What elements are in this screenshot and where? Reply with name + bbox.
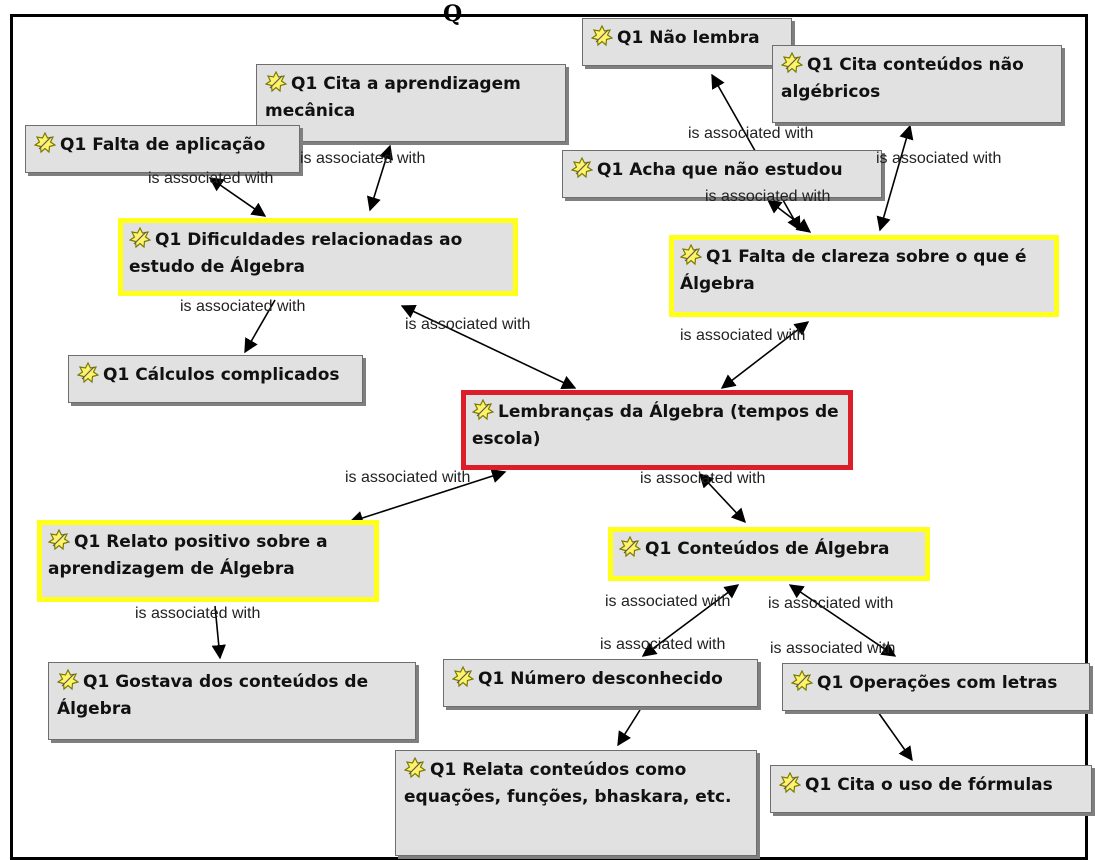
edge-label: is associated with (180, 298, 306, 315)
code-icon (471, 398, 495, 421)
edge-arrow (877, 711, 913, 762)
edge-label: is associated with (640, 470, 766, 487)
edge-label: is associated with (768, 595, 894, 612)
edge-arrow (876, 124, 914, 232)
edge-arrow (208, 177, 267, 217)
node-label: Q1 Gostava dos conteúdos de Álgebra (57, 672, 369, 719)
node-label: Q1 Cálculos complicados (103, 365, 340, 385)
code-node-n12[interactable]: Q1 Gostava dos conteúdos de Álgebra (48, 662, 416, 740)
edge-label: is associated with (688, 125, 814, 142)
edge-arrow (348, 469, 507, 525)
code-icon (590, 24, 614, 47)
code-node-n6[interactable]: Q1 Dificuldades relacionadas ao estudo d… (118, 218, 518, 296)
code-node-n8[interactable]: Q1 Cálculos complicados (68, 355, 363, 403)
node-label: Q1 Falta de aplicação (60, 135, 266, 155)
code-node-n3[interactable]: Q1 Cita a aprendizagem mecânica (256, 64, 566, 142)
code-node-n9[interactable]: Lembranças da Álgebra (tempos de escola) (461, 390, 853, 470)
edge-arrow (400, 305, 577, 389)
node-label: Q1 Falta de clareza sobre o que é Álgebr… (680, 247, 1027, 294)
code-icon (264, 70, 288, 93)
code-icon (76, 361, 100, 384)
node-label: Q1 Relata conteúdos como equações, funçõ… (404, 760, 732, 807)
code-icon (451, 665, 475, 688)
code-icon (403, 756, 427, 779)
node-label: Q1 Cita o uso de fórmulas (805, 775, 1053, 795)
code-icon (128, 226, 152, 249)
node-label: Q1 Operações com letras (817, 673, 1058, 693)
edge-label: is associated with (680, 327, 806, 344)
code-icon (679, 243, 703, 266)
code-icon (56, 668, 80, 691)
edge-arrow (366, 144, 394, 212)
edge-label: is associated with (770, 640, 896, 657)
code-node-n11[interactable]: Q1 Conteúdos de Álgebra (608, 527, 930, 581)
node-label: Q1 Cita a aprendizagem mecânica (265, 74, 521, 121)
code-icon (618, 535, 642, 558)
code-icon (47, 528, 71, 551)
node-label: Q1 Relato positivo sobre a aprendizagem … (48, 532, 328, 579)
code-node-n10[interactable]: Q1 Relato positivo sobre a aprendizagem … (37, 520, 379, 602)
node-label: Q1 Conteúdos de Álgebra (645, 539, 890, 559)
code-node-n4[interactable]: Q1 Falta de aplicação (25, 125, 300, 173)
code-node-n2[interactable]: Q1 Cita conteúdos não algébricos (772, 45, 1062, 123)
code-icon (778, 771, 802, 794)
edge-arrow (641, 584, 740, 657)
edge-label: is associated with (600, 636, 726, 653)
code-icon (790, 669, 814, 692)
edge-label: is associated with (300, 150, 426, 167)
caption-fragment: Q (443, 1, 463, 27)
code-node-n1[interactable]: Q1 Não lembra (582, 18, 792, 66)
node-label: Q1 Dificuldades relacionadas ao estudo d… (129, 230, 463, 277)
edge-label: is associated with (705, 188, 831, 205)
node-label: Q1 Cita conteúdos não algébricos (781, 55, 1024, 102)
edge-arrow (244, 299, 276, 354)
edge-arrow (211, 605, 226, 660)
node-label: Q1 Número desconhecido (478, 669, 723, 689)
edge-label: is associated with (148, 170, 274, 187)
edge-label: is associated with (876, 150, 1002, 167)
node-label: Q1 Acha que não estudou (597, 160, 843, 180)
edge-label: is associated with (405, 316, 531, 333)
code-node-n15[interactable]: Q1 Relata conteúdos como equações, funçõ… (395, 750, 757, 856)
code-icon (33, 131, 57, 154)
code-node-n5[interactable]: Q1 Acha que não estudou (562, 150, 882, 198)
edge-label: is associated with (605, 593, 731, 610)
edge-arrow (617, 709, 641, 747)
node-label: Q1 Não lembra (617, 28, 760, 48)
edge-arrow (699, 472, 746, 524)
edge-arrow (720, 321, 810, 389)
node-label: Lembranças da Álgebra (tempos de escola) (472, 402, 839, 449)
edge-arrow (766, 199, 812, 233)
code-node-n7[interactable]: Q1 Falta de clareza sobre o que é Álgebr… (669, 235, 1059, 317)
edge-arrow (788, 584, 897, 657)
edge-label: is associated with (345, 469, 471, 486)
code-node-n14[interactable]: Q1 Operações com letras (782, 663, 1090, 711)
code-icon (570, 156, 594, 179)
code-node-n16[interactable]: Q1 Cita o uso de fórmulas (770, 765, 1092, 813)
edge-label: is associated with (135, 605, 261, 622)
code-icon (780, 51, 804, 74)
code-node-n13[interactable]: Q1 Número desconhecido (443, 659, 758, 707)
